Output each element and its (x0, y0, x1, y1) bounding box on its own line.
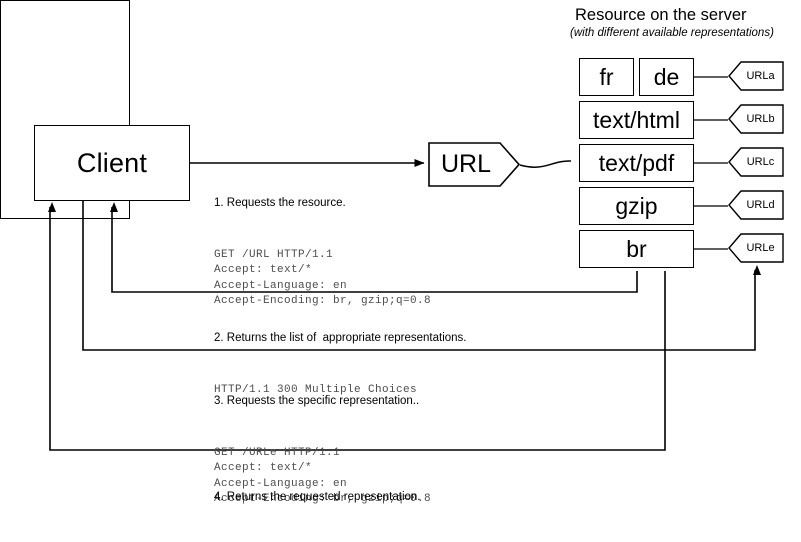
step-3-code: GET /URLe HTTP/1.1 Accept: text/* Accept… (214, 446, 432, 506)
url-tag-shape (728, 190, 784, 220)
url-node-label: URL (440, 150, 491, 178)
url-tag-shape (728, 147, 784, 177)
url-tag-label: URLb (746, 112, 775, 125)
url-tag-label: URLc (746, 155, 775, 168)
url-tag-shape (728, 61, 784, 91)
url-tag-shape (728, 104, 784, 134)
url-tag-urla[interactable]: URLa (728, 61, 784, 91)
representation-box-text-html[interactable]: text/html (579, 101, 694, 139)
step-2-annotation: 2. Returns the list of appropriate repre… (214, 295, 467, 434)
url-tag-label: URLd (746, 198, 775, 211)
step-1-code: GET /URL HTTP/1.1 Accept: text/* Accept-… (214, 248, 432, 308)
server-subtitle: (with different available representation… (570, 27, 774, 39)
step-3-annotation: 3. Requests the specific representation.… (214, 358, 431, 542)
step-1-title: 1. Requests the resource. (214, 197, 346, 209)
step-1-annotation: 1. Requests the resource. GET /URL HTTP/… (214, 160, 431, 346)
step-3-title: 3. Requests the specific representation.… (214, 395, 420, 407)
url-tag-label: URLa (746, 69, 775, 82)
representation-box-de[interactable]: de (639, 58, 694, 96)
url-tag-urle[interactable]: URLe (728, 233, 784, 263)
wire-url-to-server (519, 160, 572, 168)
step-2-title: 2. Returns the list of appropriate repre… (214, 332, 467, 344)
server-title: Resource on the server (575, 6, 747, 24)
representation-box-fr[interactable]: fr (579, 58, 634, 96)
url-tag-label: URLe (746, 241, 775, 254)
step-4-title: 4. Returns the requested representation. (214, 491, 421, 503)
url-node[interactable]: URL (428, 142, 520, 187)
url-tag-urld[interactable]: URLd (728, 190, 784, 220)
step-2-code: HTTP/1.1 300 Multiple Choices (214, 383, 418, 396)
representation-box-br[interactable]: br (579, 230, 694, 268)
url-node-shape (428, 142, 520, 187)
url-tag-shape (728, 233, 784, 263)
step-4-annotation: 4. Returns the requested representation.… (214, 454, 421, 542)
client-box[interactable]: Client (34, 125, 190, 201)
url-tag-urlc[interactable]: URLc (728, 147, 784, 177)
url-tag-urlb[interactable]: URLb (728, 104, 784, 134)
representation-box-gzip[interactable]: gzip (579, 187, 694, 225)
representation-box-text-pdf[interactable]: text/pdf (579, 144, 694, 182)
